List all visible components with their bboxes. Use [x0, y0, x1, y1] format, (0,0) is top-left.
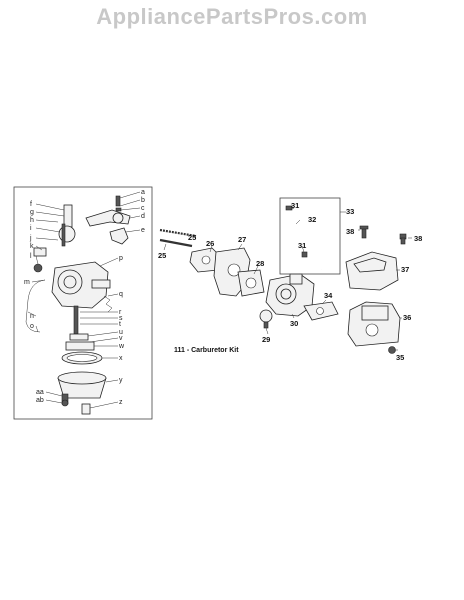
- main-exploded-parts: [159, 197, 407, 354]
- part-number: 31: [291, 201, 299, 210]
- kit-label: z: [119, 399, 123, 406]
- part-number: 31: [298, 241, 306, 250]
- kit-label: n: [30, 313, 34, 320]
- part-number: 26: [206, 239, 214, 248]
- kit-label: j: [29, 235, 32, 242]
- kit-label: e: [141, 227, 145, 234]
- kit-label: b: [141, 197, 145, 204]
- kit-caption: 111 - Carburetor Kit: [174, 347, 239, 354]
- kit-label: h: [30, 217, 34, 224]
- kit-label: x: [119, 355, 123, 362]
- part-number: 25: [158, 251, 166, 260]
- part-number: 28: [256, 259, 264, 268]
- main-leader-lines: [163, 207, 412, 351]
- part-number: 37: [401, 265, 409, 274]
- kit-labels: f g h i j k l m n o a b c d e p q r s t …: [24, 189, 145, 406]
- kit-label: v: [119, 335, 123, 342]
- part-number: 35: [396, 353, 404, 362]
- kit-label: l: [30, 253, 32, 260]
- kit-label: c: [141, 205, 145, 212]
- hose-inset-frame: [279, 197, 341, 275]
- kit-exploded-parts: [25, 195, 131, 415]
- kit-label: q: [119, 291, 123, 298]
- part-number: 27: [238, 235, 246, 244]
- part-number: 30: [290, 319, 298, 328]
- part-number: 29: [262, 335, 270, 344]
- kit-label: a: [141, 189, 145, 196]
- kit-label: u: [119, 329, 123, 336]
- part-number: 38: [414, 234, 422, 243]
- kit-label: p: [119, 255, 123, 262]
- part-number: 25: [188, 233, 196, 242]
- part-number: 38: [346, 227, 354, 236]
- kit-label: g: [30, 209, 34, 216]
- kit-label: f: [30, 201, 32, 208]
- part-number: 36: [403, 313, 411, 322]
- kit-label: s: [119, 315, 123, 322]
- part-number: 33: [346, 207, 354, 216]
- part-number: 34: [324, 291, 333, 300]
- kit-inset-frame: [13, 186, 153, 420]
- main-labels: 25 25 26 27 28 29 30 31 31 32 33 34 35 3…: [158, 201, 422, 362]
- kit-leader-lines: [27, 191, 141, 409]
- kit-label: d: [141, 213, 145, 220]
- kit-label: ab: [36, 397, 44, 404]
- kit-label: i: [30, 225, 32, 232]
- kit-label: aa: [36, 389, 44, 396]
- kit-label: o: [30, 323, 34, 330]
- kit-label: r: [119, 309, 122, 316]
- part-number: 32: [308, 215, 316, 224]
- kit-label: m: [24, 279, 30, 286]
- kit-label: k: [30, 243, 34, 250]
- kit-label: w: [118, 343, 125, 350]
- kit-label: t: [119, 321, 121, 328]
- kit-label: y: [119, 377, 123, 384]
- watermark-logo: AppliancePartsPros.com: [96, 4, 368, 29]
